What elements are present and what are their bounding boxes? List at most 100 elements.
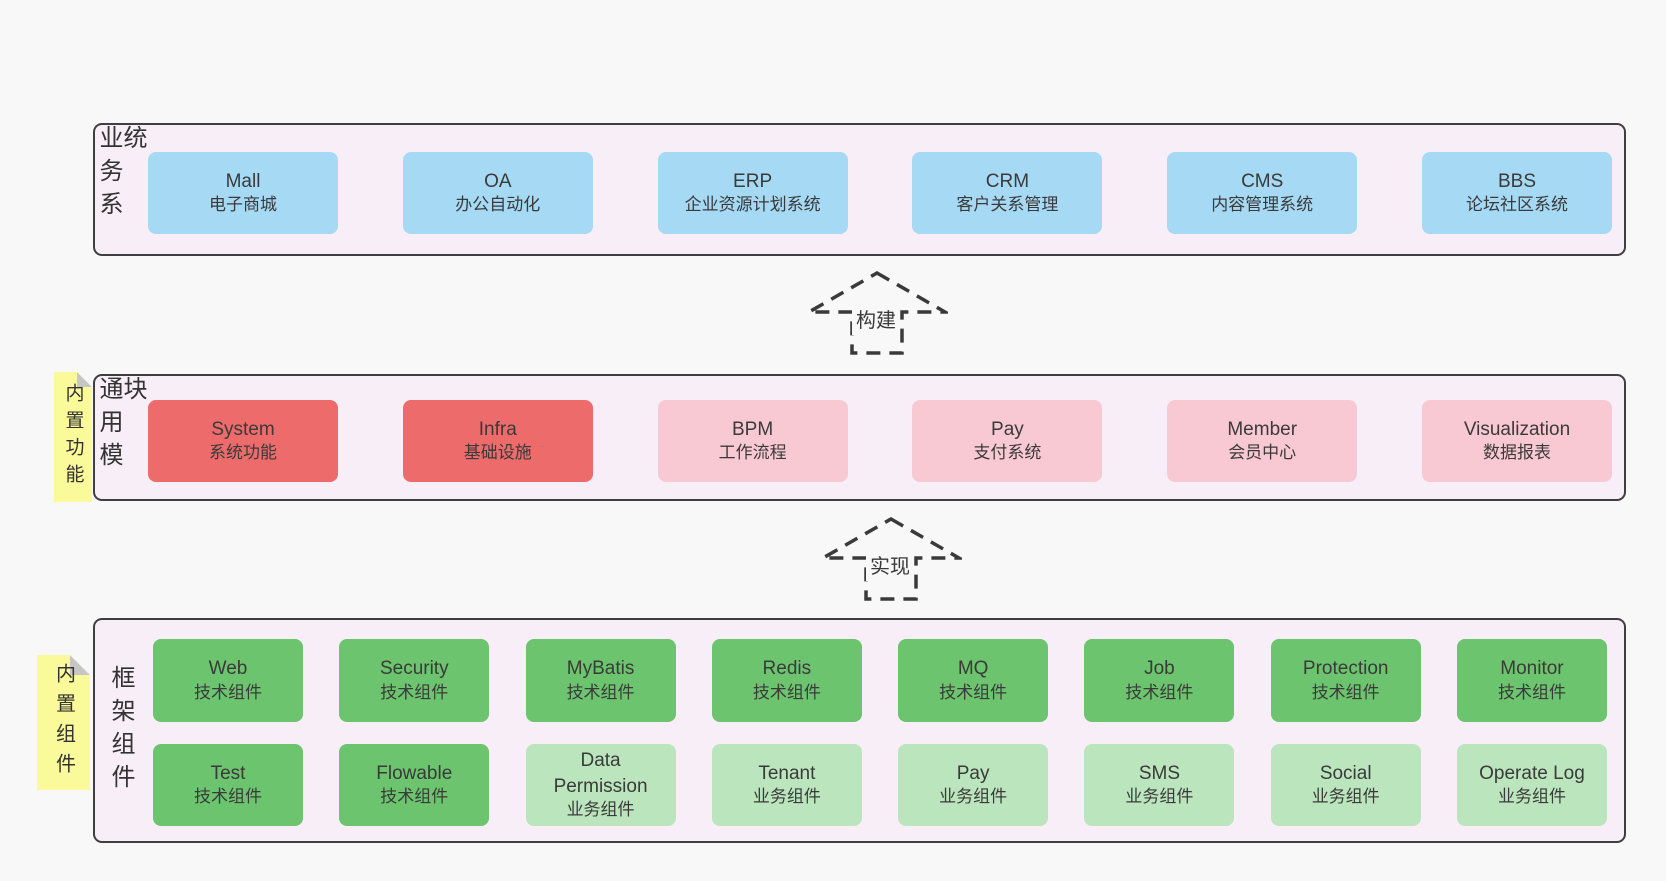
box-name: BBS <box>1497 170 1536 192</box>
box-oa: OA 办公自动化 <box>402 152 593 234</box>
box-bpm: BPM 工作流程 <box>657 400 848 482</box>
components-layer-panel: 框架组件 Web 技术组件 Security 技术组件 MyBatis 技术组件… <box>93 618 1626 843</box>
box-redis: Redis 技术组件 <box>711 639 862 722</box>
box-name: Security <box>379 658 449 680</box>
sticky-note-built-in-features: 内置功能 <box>54 372 92 502</box>
box-name: Visualization <box>1463 418 1571 440</box>
note-text-wrap: 内置组件 <box>37 655 90 790</box>
box-web: Web 技术组件 <box>153 639 303 722</box>
box-sub: 技术组件 <box>1125 682 1194 702</box>
box-name: Redis <box>762 658 812 680</box>
box-name: Monitor <box>1500 658 1564 680</box>
modules-layer-panel: 通用模块 System 系统功能 Infra 基础设施 BPM 工作流程 Pay… <box>93 374 1626 501</box>
box-sub: 客户关系管理 <box>956 195 1059 215</box>
box-sub: 技术组件 <box>1311 682 1380 702</box>
box-name: System <box>211 418 275 440</box>
box-sub: 电子商城 <box>209 195 277 215</box>
note-text: 内置组件 <box>52 662 75 783</box>
box-monitor: Monitor 技术组件 <box>1456 639 1607 722</box>
box-sub: 业务组件 <box>1311 787 1380 807</box>
box-sub: 技术组件 <box>194 787 262 807</box>
box-name: MyBatis <box>566 658 635 680</box>
box-sub: 数据报表 <box>1482 443 1551 463</box>
box-sub: 业务组件 <box>1125 787 1194 807</box>
box-sub: 技术组件 <box>380 787 449 807</box>
components-box-row-1: Web 技术组件 Security 技术组件 MyBatis 技术组件 Redi… <box>153 639 1607 722</box>
box-sub: 系统功能 <box>209 443 277 463</box>
box-sub: 业务组件 <box>752 787 821 807</box>
box-social: Social 业务组件 <box>1270 744 1421 826</box>
box-name: Infra <box>478 418 517 440</box>
box-mybatis: MyBatis 技术组件 <box>525 639 676 722</box>
box-sub: 业务组件 <box>1497 787 1566 807</box>
box-sub: 技术组件 <box>380 682 449 702</box>
box-sub: 技术组件 <box>1497 682 1566 702</box>
business-layer-label: 业务系统 <box>95 125 146 254</box>
components-layer-label: 框架组件 <box>95 620 145 841</box>
box-name: SMS <box>1138 762 1180 784</box>
business-layer-label-text: 业务系统 <box>95 125 146 224</box>
box-sub: 技术组件 <box>566 682 635 702</box>
box-test: Test 技术组件 <box>153 744 303 826</box>
box-name: Mall <box>225 170 261 192</box>
box-crm: CRM 客户关系管理 <box>912 152 1103 234</box>
business-box-row: Mall 电子商城 OA 办公自动化 ERP 企业资源计划系统 CRM 客户关系… <box>148 152 1612 234</box>
box-name: Web <box>208 658 248 680</box>
modules-layer-label-text: 通用模块 <box>95 376 146 475</box>
box-mall: Mall 电子商城 <box>148 152 338 234</box>
box-sub: 论坛社区系统 <box>1465 195 1568 215</box>
implement-arrow-label: 实现 <box>866 553 914 581</box>
box-mq: MQ 技术组件 <box>898 639 1049 722</box>
box-name: Tenant <box>758 762 816 784</box>
modules-box-row: System 系统功能 Infra 基础设施 BPM 工作流程 Pay 支付系统… <box>148 400 1612 482</box>
box-name: MQ <box>957 658 989 680</box>
box-bbs: BBS 论坛社区系统 <box>1421 152 1612 234</box>
box-pay-component: Pay 业务组件 <box>898 744 1049 826</box>
box-name: Flowable <box>376 762 453 784</box>
box-name: BPM <box>732 418 774 440</box>
box-name: ERP <box>733 170 773 192</box>
box-sub: 企业资源计划系统 <box>684 195 821 215</box>
box-sub: 会员中心 <box>1228 443 1297 463</box>
sticky-note-built-in-components: 内置组件 <box>37 655 90 790</box>
build-arrow-icon <box>806 270 948 355</box>
box-sub: 内容管理系统 <box>1211 195 1314 215</box>
box-visualization: Visualization 数据报表 <box>1421 400 1612 482</box>
build-arrow-label: 构建 <box>852 307 900 335</box>
box-name: CMS <box>1241 170 1284 192</box>
box-member: Member 会员中心 <box>1167 400 1358 482</box>
box-name: Member <box>1227 418 1298 440</box>
box-protection: Protection 技术组件 <box>1270 639 1421 722</box>
box-operate-log: Operate Log 业务组件 <box>1456 744 1607 826</box>
box-name: Social <box>1319 762 1372 784</box>
box-sms: SMS 业务组件 <box>1084 744 1235 826</box>
box-sub: 技术组件 <box>939 682 1008 702</box>
box-pay-module: Pay 支付系统 <box>912 400 1103 482</box>
implement-arrow-icon <box>820 516 962 601</box>
box-name: Protection <box>1302 658 1389 680</box>
business-layer-panel: 业务系统 Mall 电子商城 OA 办公自动化 ERP 企业资源计划系统 CRM… <box>93 123 1626 256</box>
box-name: Operate Log <box>1479 762 1585 784</box>
box-system: System 系统功能 <box>148 400 338 482</box>
box-name: Pay <box>956 762 990 784</box>
box-sub: 办公自动化 <box>455 195 541 215</box>
box-sub: 技术组件 <box>752 682 821 702</box>
box-sub: 工作流程 <box>718 443 787 463</box>
note-text-wrap: 内置功能 <box>54 372 92 502</box>
box-cms: CMS 内容管理系统 <box>1167 152 1358 234</box>
note-text: 内置功能 <box>62 383 84 491</box>
box-sub: 技术组件 <box>194 682 262 702</box>
box-name: OA <box>484 170 512 192</box>
box-flowable: Flowable 技术组件 <box>339 744 490 826</box>
box-name: Pay <box>991 418 1024 440</box>
box-data-permission: Data Permission 业务组件 <box>525 744 676 826</box>
box-tenant: Tenant 业务组件 <box>711 744 862 826</box>
components-box-row-2: Test 技术组件 Flowable 技术组件 Data Permission … <box>153 744 1607 826</box>
box-infra: Infra 基础设施 <box>402 400 593 482</box>
box-sub: 基础设施 <box>463 443 532 463</box>
box-sub: 业务组件 <box>566 800 635 820</box>
box-name: Job <box>1144 658 1175 680</box>
box-sub: 业务组件 <box>939 787 1008 807</box>
components-layer-label-text: 框架组件 <box>107 664 134 797</box>
